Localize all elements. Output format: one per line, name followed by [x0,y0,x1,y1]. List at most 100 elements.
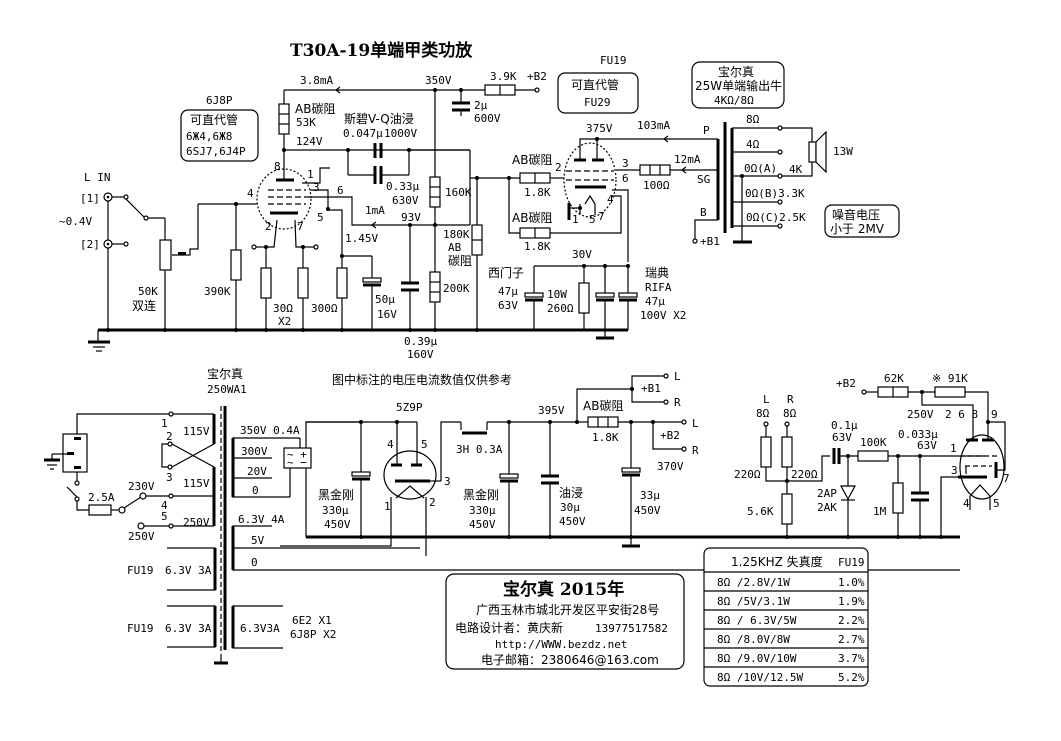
credit-url: http://WWW.bezdz.net [495,638,627,651]
cathode-cap-rifa-a [595,292,615,298]
svg-text:5: 5 [161,510,168,523]
b1-l: L [674,370,681,383]
screen-voltage: 93V [401,211,421,224]
cathode-res-qty: X2 [278,315,291,328]
vu-cap01: 0.1μ [831,419,858,432]
vu-r1m: 1M [873,505,887,518]
credit-email: 电子邮箱：2380646@163.com [481,652,659,667]
filter-cap-4 [621,467,641,473]
cathode-resistor-300 [336,267,348,299]
table-row-thd: 1.9% [838,595,865,608]
grid-res-type: AB碳阻 [512,153,552,167]
svg-text:7: 7 [297,220,304,233]
table-row-thd: 5.2% [838,671,865,684]
svg-text:4: 4 [247,187,254,200]
driver-alt-title: 可直代管 [190,112,238,127]
psu-res-value: 1.8K [592,431,619,444]
fil1-name: FU19 [127,564,154,577]
voltage-selector [123,496,142,509]
cap-right-brand-2: RIFA [645,281,672,294]
table-header-freq: 1.25KHZ 失真度 [731,554,823,569]
hv-secondary: 350V 0.4A [240,424,300,437]
cap4-value: 33μ [640,489,660,502]
resistor-200k [429,271,441,303]
cap-left-brand: 西门子 [488,265,524,280]
cap-right-voltage: 100V X2 [640,309,686,322]
input-label: L IN [84,171,111,184]
cathode-voltage: 1.45V [345,232,378,245]
table-row-thd: 2.2% [838,614,865,627]
svg-text:8: 8 [274,160,281,173]
vu-res-5-6k [781,493,793,525]
svg-text:3: 3 [313,181,320,194]
cathode-cap-siemens [524,292,544,298]
output-transformer: 宝尔真 25W单端输出牛 4KΩ/8Ω P SG B +B1 8Ω 4Ω 0Ω(… [335,61,900,248]
pt-title: 宝尔真 [207,366,243,381]
cap4-voltage: 450V [634,504,661,517]
vu-r62k: 62K [884,372,904,385]
cap2-voltage: 450V [469,518,496,531]
fuse-icon [88,504,112,516]
vu-l: L [763,393,770,406]
power-supply: 图中标注的电压电流数值仅供参考 黑金刚 330μ 450V 5Z9P 4 5 3… [280,370,960,556]
vu-res-91k [934,386,966,398]
diode-2: 2AK [817,501,837,514]
svg-text:~ +: ~ + [287,448,307,461]
cap-039-value: 0.39μ [404,335,437,348]
svg-text:2: 2 [429,496,436,509]
svg-text:4: 4 [607,193,614,206]
diode-1: 2AP [817,487,837,500]
vu-b2: +B2 [836,377,856,390]
vu-v250: 250V [907,408,934,421]
opt-ratio: 4KΩ/8Ω [714,94,754,107]
cap-2u-value: 2μ [474,99,488,112]
vu-pin-5: 5 [993,497,1000,510]
opt-tap-4k: 4K [789,163,803,176]
jack-1-label: [1] [80,192,100,205]
vu-cap033-v: 63V [917,439,937,452]
screen-res-value: 100Ω [643,179,670,192]
volume-pot-icon [159,239,172,271]
cathode-resistor-30b [297,267,309,299]
cathode-resistor-30a [260,267,272,299]
coupling-cap1: 0.047μ [343,127,383,140]
cap2-brand: 黑金刚 [463,487,499,502]
credit-designer: 电路设计者：黄庆新 [455,620,563,635]
b2-label: +B2 [527,70,547,83]
hv-0: 0 [252,484,259,497]
b-voltage-395: 395V [538,404,565,417]
coupling-cap1-voltage: 1000V [384,127,417,140]
driver-tube-name: 6J8P [206,94,233,107]
table-row-condition: 8Ω /9.0V/10W [717,652,797,665]
driver-plate-voltage: 124V [296,135,323,148]
svg-text:1: 1 [161,417,168,430]
screen-current: 1mA [365,204,385,217]
output-plate-voltage: 375V [586,122,613,135]
output-alt-box [557,72,639,114]
driver-plate-res-value: 53K [296,116,316,129]
noise-label-1: 噪音电压 [832,207,880,222]
fil2-value: 6.3V 3A [165,622,212,635]
grid-res2-type: AB碳阻 [512,211,552,225]
speaker-power: 13W [833,145,853,158]
fil1-value: 6.3V 3A [165,564,212,577]
hv-20v: 20V [247,465,267,478]
fil3-load-1: 6E2 X1 [292,614,332,627]
opt-p: P [703,124,710,137]
svg-text:3: 3 [444,475,451,488]
svg-text:~ −: ~ − [287,456,307,469]
primary-115v-b: 115V [183,477,210,490]
res-180k-value: 180K [443,228,470,241]
vu-pin-3: 3 [951,464,958,477]
cathode-cap-value: 50μ [375,293,395,306]
pot-value: 50K [138,285,158,298]
table-row-thd: 3.7% [838,652,865,665]
fil2-name: FU19 [127,622,154,635]
cap3-value: 30μ [560,501,580,514]
b2-voltage: 370V [657,460,684,473]
input-section: L IN [1] ~0.4V [2] 50K 双连 [59,171,490,352]
psu-resistor-1-8k [587,416,619,428]
opt-tap-0c: 0Ω(C)2.5K [746,211,806,224]
